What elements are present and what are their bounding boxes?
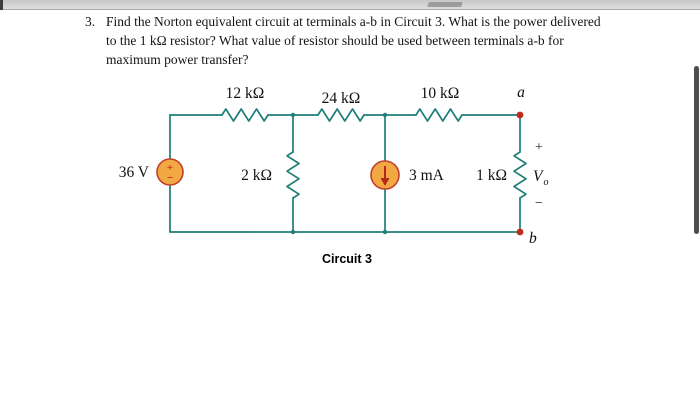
- problem-statement: Find the Norton equivalent circuit at te…: [106, 12, 651, 69]
- junction-node: [382, 229, 388, 235]
- voltage-source-label: 36 V: [119, 164, 150, 181]
- problem-line-1: Find the Norton equivalent circuit at te…: [106, 14, 601, 29]
- vo-subscript: o: [543, 177, 548, 188]
- resistor-2k-label: 2 kΩ: [241, 167, 272, 184]
- problem-line-3: maximum power transfer?: [106, 52, 249, 67]
- resistor-24k-symbol: [317, 108, 365, 122]
- vo-label: Vo: [533, 168, 548, 188]
- vo-symbol: V: [533, 168, 544, 185]
- current-source-arrow-head: [380, 178, 390, 186]
- resistor-24k-label: 24 kΩ: [322, 90, 361, 107]
- terminal-a-dot: [516, 111, 524, 119]
- resistor-1k-label: 1 kΩ: [476, 167, 507, 184]
- vo-minus-sign: −: [535, 196, 543, 211]
- problem-line-2: to the 1 kΩ resistor? What value of resi…: [106, 33, 564, 48]
- vo-plus-sign: +: [535, 140, 543, 155]
- resistor-1k-symbol: [513, 151, 527, 199]
- voltage-source-circle: [156, 158, 184, 186]
- terminal-b-dot: [516, 228, 524, 236]
- cropped-corner-artifact: [0, 0, 3, 10]
- terminal-b-label: b: [529, 230, 537, 247]
- resistor-10k-label: 10 kΩ: [421, 85, 460, 102]
- resistor-12k-symbol: [221, 108, 269, 122]
- voltage-source-minus-sign: −: [167, 172, 173, 184]
- resistor-2k-symbol: [286, 151, 300, 199]
- resistor-12k-label: 12 kΩ: [226, 85, 265, 102]
- junction-node: [290, 112, 296, 118]
- voltage-source-plus-sign: +: [167, 162, 173, 174]
- circuit-caption: Circuit 3: [322, 252, 372, 266]
- window-top-bar: [0, 0, 700, 10]
- scrollbar-thumb[interactable]: [694, 66, 699, 234]
- junction-node: [290, 229, 296, 235]
- junction-node: [382, 112, 388, 118]
- current-source-label: 3 mA: [409, 167, 445, 184]
- resistor-10k-symbol: [415, 108, 463, 122]
- terminal-a-label: a: [517, 84, 525, 101]
- problem-number: 3.: [85, 14, 96, 29]
